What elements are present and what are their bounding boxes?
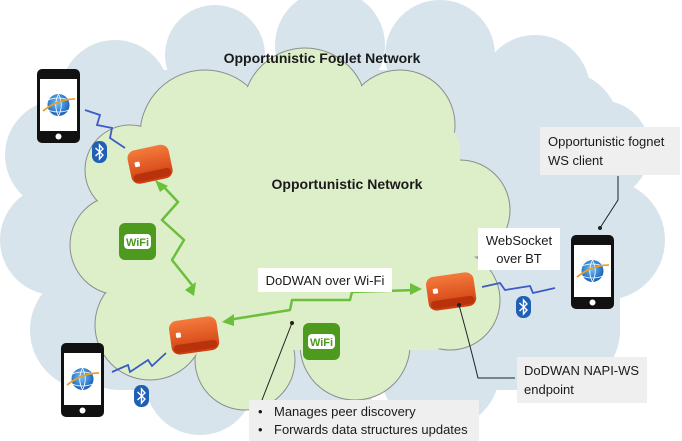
- bullet-1: Manages peer discovery: [274, 404, 416, 419]
- phone-right-icon: [571, 235, 614, 309]
- napi-line2: endpoint: [524, 382, 574, 397]
- svg-text:WiFi: WiFi: [310, 337, 333, 349]
- dodwan-wifi-callout: DoDWAN over Wi-Fi: [258, 268, 392, 292]
- wifi-link-top-middle: [160, 184, 193, 286]
- bluetooth-icon: [516, 296, 531, 318]
- napi-endpoint-callout: DoDWAN NAPI-WS endpoint: [517, 357, 647, 403]
- bullet-2: Forwards data structures updates: [274, 422, 468, 437]
- bluetooth-icon: [92, 141, 107, 163]
- bt-links: [84, 109, 556, 374]
- wifi-badge-icon: WiFi: [303, 323, 340, 360]
- websocket-line1: WebSocket: [486, 233, 553, 248]
- dodwan-node-right: [426, 272, 477, 311]
- bt-link-bottom-left: [111, 352, 167, 374]
- bt-link-top-left: [84, 109, 126, 149]
- svg-text:WiFi: WiFi: [126, 237, 149, 249]
- features-callout: • Manages peer discovery • Forwards data…: [249, 400, 479, 441]
- dodwan-wifi-label: DoDWAN over Wi-Fi: [266, 273, 385, 288]
- fognet-client-line2: WS client: [548, 153, 603, 168]
- phone-top-left-icon: [37, 69, 80, 143]
- websocket-callout: WebSocket over BT: [478, 228, 560, 270]
- bt-link-right: [481, 281, 556, 295]
- phone-bottom-left-icon: [61, 343, 104, 417]
- bluetooth-icon: [134, 385, 149, 407]
- websocket-line2: over BT: [496, 251, 542, 266]
- fognet-client-callout: Opportunistic fognet WS client: [540, 127, 680, 175]
- dodwan-node-middle: [169, 316, 220, 355]
- bullet-glyph: •: [258, 422, 263, 437]
- dodwan-node-top: [127, 144, 173, 184]
- fognet-client-line1: Opportunistic fognet: [548, 134, 665, 149]
- callout-connectors: [261, 176, 619, 401]
- wifi-badge-icon: WiFi: [119, 223, 156, 260]
- inner-cloud-title: Opportunistic Network: [272, 176, 423, 192]
- napi-line1: DoDWAN NAPI-WS: [524, 363, 639, 378]
- outer-cloud-title: Opportunistic Foglet Network: [224, 50, 421, 66]
- bullet-glyph: •: [258, 404, 263, 419]
